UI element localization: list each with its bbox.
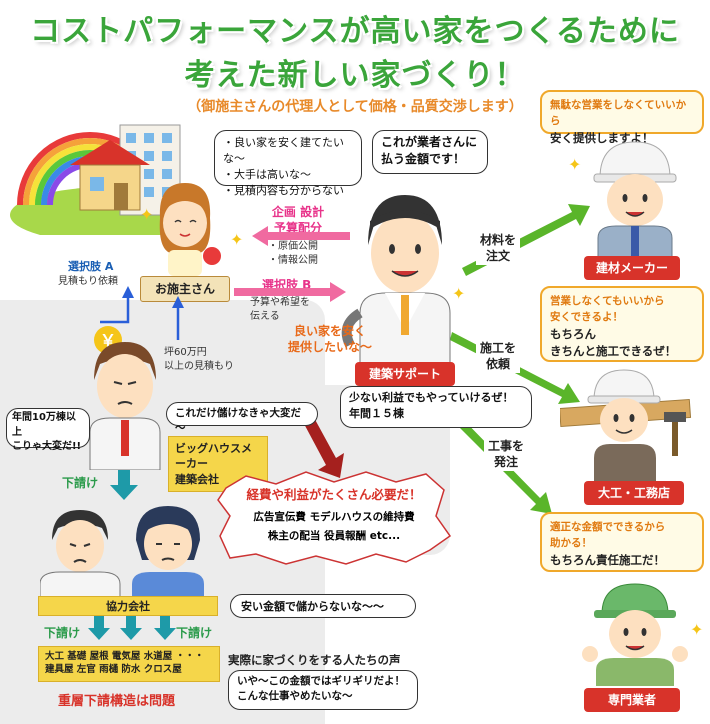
sparkle-icon: ✦ — [140, 205, 154, 224]
material-maker-figure — [593, 141, 677, 260]
material-maker-label: 建材メーカー — [584, 256, 680, 280]
flow-construction-label: 施工を 依頼 — [476, 340, 520, 374]
option-b-desc: 予算や希望を 伝える — [250, 296, 310, 323]
voices-line-1: いや～この金額ではギリギリだよ！ — [237, 675, 405, 687]
flow-construction-line-2: 依頼 — [485, 356, 510, 371]
owner-thought-2: ・大手は高いな～ — [223, 167, 311, 181]
big-house-quote: 坪60万円 以上の見積もり — [164, 346, 234, 373]
subcontract-down-3: 下請け — [176, 626, 213, 640]
sparkle-icon: ✦ — [690, 620, 704, 639]
subcontract-down-2: 下請け — [44, 626, 81, 640]
specialist-label: 専門業者 — [584, 688, 680, 712]
builder-speech-bubble: 少ない利益でもやっていけるぜ！ 年間１５棟 — [340, 386, 532, 428]
expense-text: 経費や利益がたくさん必要だ！ 広告宣伝費 モデルハウスの維持費 株主の配当 役員… — [230, 484, 438, 543]
support-cheap-text: 良い家を安く 提供したいな～ — [288, 324, 372, 355]
voices-line-2: こんな仕事やめたいな～ — [237, 690, 353, 703]
expense-title: 経費や利益がたくさん必要だ！ — [246, 487, 422, 502]
sparkle-icon: ✦ — [568, 155, 582, 174]
flow-material-line-2: 注文 — [485, 248, 510, 263]
material-maker-main: 安く提供しますよ！ — [550, 130, 654, 145]
flow-work-label: 工事を 発注 — [484, 438, 528, 472]
big-house-quote-1: 坪60万円 — [164, 347, 207, 358]
partner-figures — [40, 506, 204, 600]
support-speech-2: 払う金額です！ — [381, 152, 466, 167]
carpenter-bubble: 営業しなくてもいいから 安くできるよ！ もちろん きちんと施工できるぜ！ — [540, 286, 704, 362]
problem-text: 重層下請構造は問題 — [58, 694, 176, 709]
page-subtitle: （御施主さんの代理人として価格・品質交渉します） — [187, 99, 523, 115]
trades-line-1: 大工 基礎 屋根 電気屋 水道屋 ・・・ — [45, 651, 205, 662]
option-a-title: 選択肢 A — [68, 260, 114, 273]
big-house-worry-2: こりゃ大変だ!! — [12, 441, 82, 452]
plan-label: 企画 設計 予算配分 — [258, 205, 338, 236]
carpenter-small-2: 安くできるよ！ — [550, 310, 623, 323]
partner-voice-bubble: 安い金額で儲からないな～～ — [230, 594, 416, 618]
carpenter-main-2: きちんと施工できるぜ！ — [550, 343, 677, 358]
flow-work-line-2: 発注 — [493, 454, 518, 469]
builder-speech-1: 少ない利益でもやっていけるぜ！ — [349, 391, 514, 404]
expense-line-1: 広告宣伝費 モデルハウスの維持費 — [253, 511, 415, 523]
voices-bubble: いや～この金額ではギリギリだよ！ こんな仕事やめたいな～ — [228, 670, 418, 710]
owner-label: お施主さん — [140, 276, 230, 302]
owner-thought-bubble: ・良い家を安く建てたいな～ ・大手は高いな～ ・見積内容も分からない — [214, 130, 362, 197]
specialist-main: もちろん責任施工だ！ — [550, 552, 665, 567]
owner-thought-3: ・見積内容も分からない — [223, 183, 344, 197]
carpenter-small-1: 営業しなくてもいいから — [550, 295, 665, 307]
support-label: 建築サポート — [355, 362, 455, 386]
big-house-quote-2: 以上の見積もり — [164, 360, 234, 372]
flow-construction-line-1: 施工を — [479, 341, 516, 355]
big-house-name-1: ビッグハウスメーカー — [175, 442, 252, 471]
carpenter-label: 大工・工務店 — [584, 481, 684, 505]
support-figure — [341, 195, 451, 365]
expense-line-2: 株主の配当 役員報酬 etc... — [267, 530, 401, 542]
plan-line-2: 予算配分 — [273, 220, 322, 235]
page-title-line1: コストパフォーマンスが高い家をつくるために — [30, 14, 680, 49]
big-house-name: ビッグハウスメーカー 建築会社 — [168, 436, 268, 493]
carpenter-main-1: もちろん — [550, 326, 596, 341]
big-house-speech-bubble: これだけ儲けなきゃ大変だ～ — [166, 402, 318, 434]
option-b-desc-2: 伝える — [250, 310, 280, 322]
specialist-figure — [582, 583, 688, 686]
big-house-worry-bubble: 年間10万棟以上 こりゃ大変だ!! — [6, 408, 90, 452]
owner-figure — [159, 183, 221, 276]
option-b-desc-1: 予算や希望を — [250, 297, 310, 308]
big-house-name-2: 建築会社 — [175, 472, 219, 486]
support-speech-1: これが業者さんに — [381, 135, 478, 149]
flow-work-line-1: 工事を — [487, 439, 524, 453]
material-maker-small: 無駄な営業をしなくていいから — [550, 99, 687, 127]
option-a-desc: 見積もり依頼 — [58, 276, 118, 287]
sparkle-icon: ✦ — [230, 230, 244, 249]
trades-line-2: 建具屋 左官 雨樋 防水 クロス屋 — [45, 664, 182, 676]
owner-thought-1: ・良い家を安く建てたいな～ — [223, 136, 344, 165]
specialist-small-1: 適正な金額でできるから — [550, 521, 666, 533]
carpenter-figure — [560, 369, 692, 482]
plan-line-1: 企画 設計 — [271, 205, 325, 219]
builder-speech-2: 年間１５棟 — [349, 406, 404, 420]
partner-label: 協力会社 — [38, 596, 218, 616]
disclosure-info: ・情報公開 — [268, 254, 318, 266]
support-cheap-2: 提供したいな～ — [288, 339, 373, 354]
voices-title: 実際に家づくりをする人たちの声 — [228, 653, 401, 667]
specialist-small-2: 助かる！ — [550, 536, 592, 549]
subcontract-down-1: 下請け — [62, 476, 99, 490]
sparkle-icon: ✦ — [452, 284, 466, 303]
material-maker-bubble: 無駄な営業をしなくていいから 安く提供しますよ！ — [540, 90, 704, 145]
scenery-illustration — [10, 124, 210, 235]
support-cheap-1: 良い家を安く — [294, 324, 367, 338]
trades-list: 大工 基礎 屋根 電気屋 水道屋 ・・・ 建具屋 左官 雨樋 防水 クロス屋 — [38, 646, 220, 682]
support-speech-bubble: これが業者さんに 払う金額です！ — [372, 130, 488, 174]
expense-burst — [217, 471, 452, 565]
page-title-line2: 考えた新しい家づくり！ — [184, 58, 526, 93]
flow-material-line-1: 材料を — [479, 233, 516, 247]
big-house-worry-1: 年間10万棟以上 — [12, 412, 76, 438]
big-house-figure: ￥ — [89, 326, 161, 470]
specialist-bubble: 適正な金額でできるから 助かる！ もちろん責任施工だ！ — [540, 512, 704, 572]
flow-material-label: 材料を 注文 — [476, 232, 520, 266]
disclosure-cost: ・原価公開 — [268, 241, 318, 252]
disclosure-list: ・原価公開 ・情報公開 — [268, 240, 318, 267]
